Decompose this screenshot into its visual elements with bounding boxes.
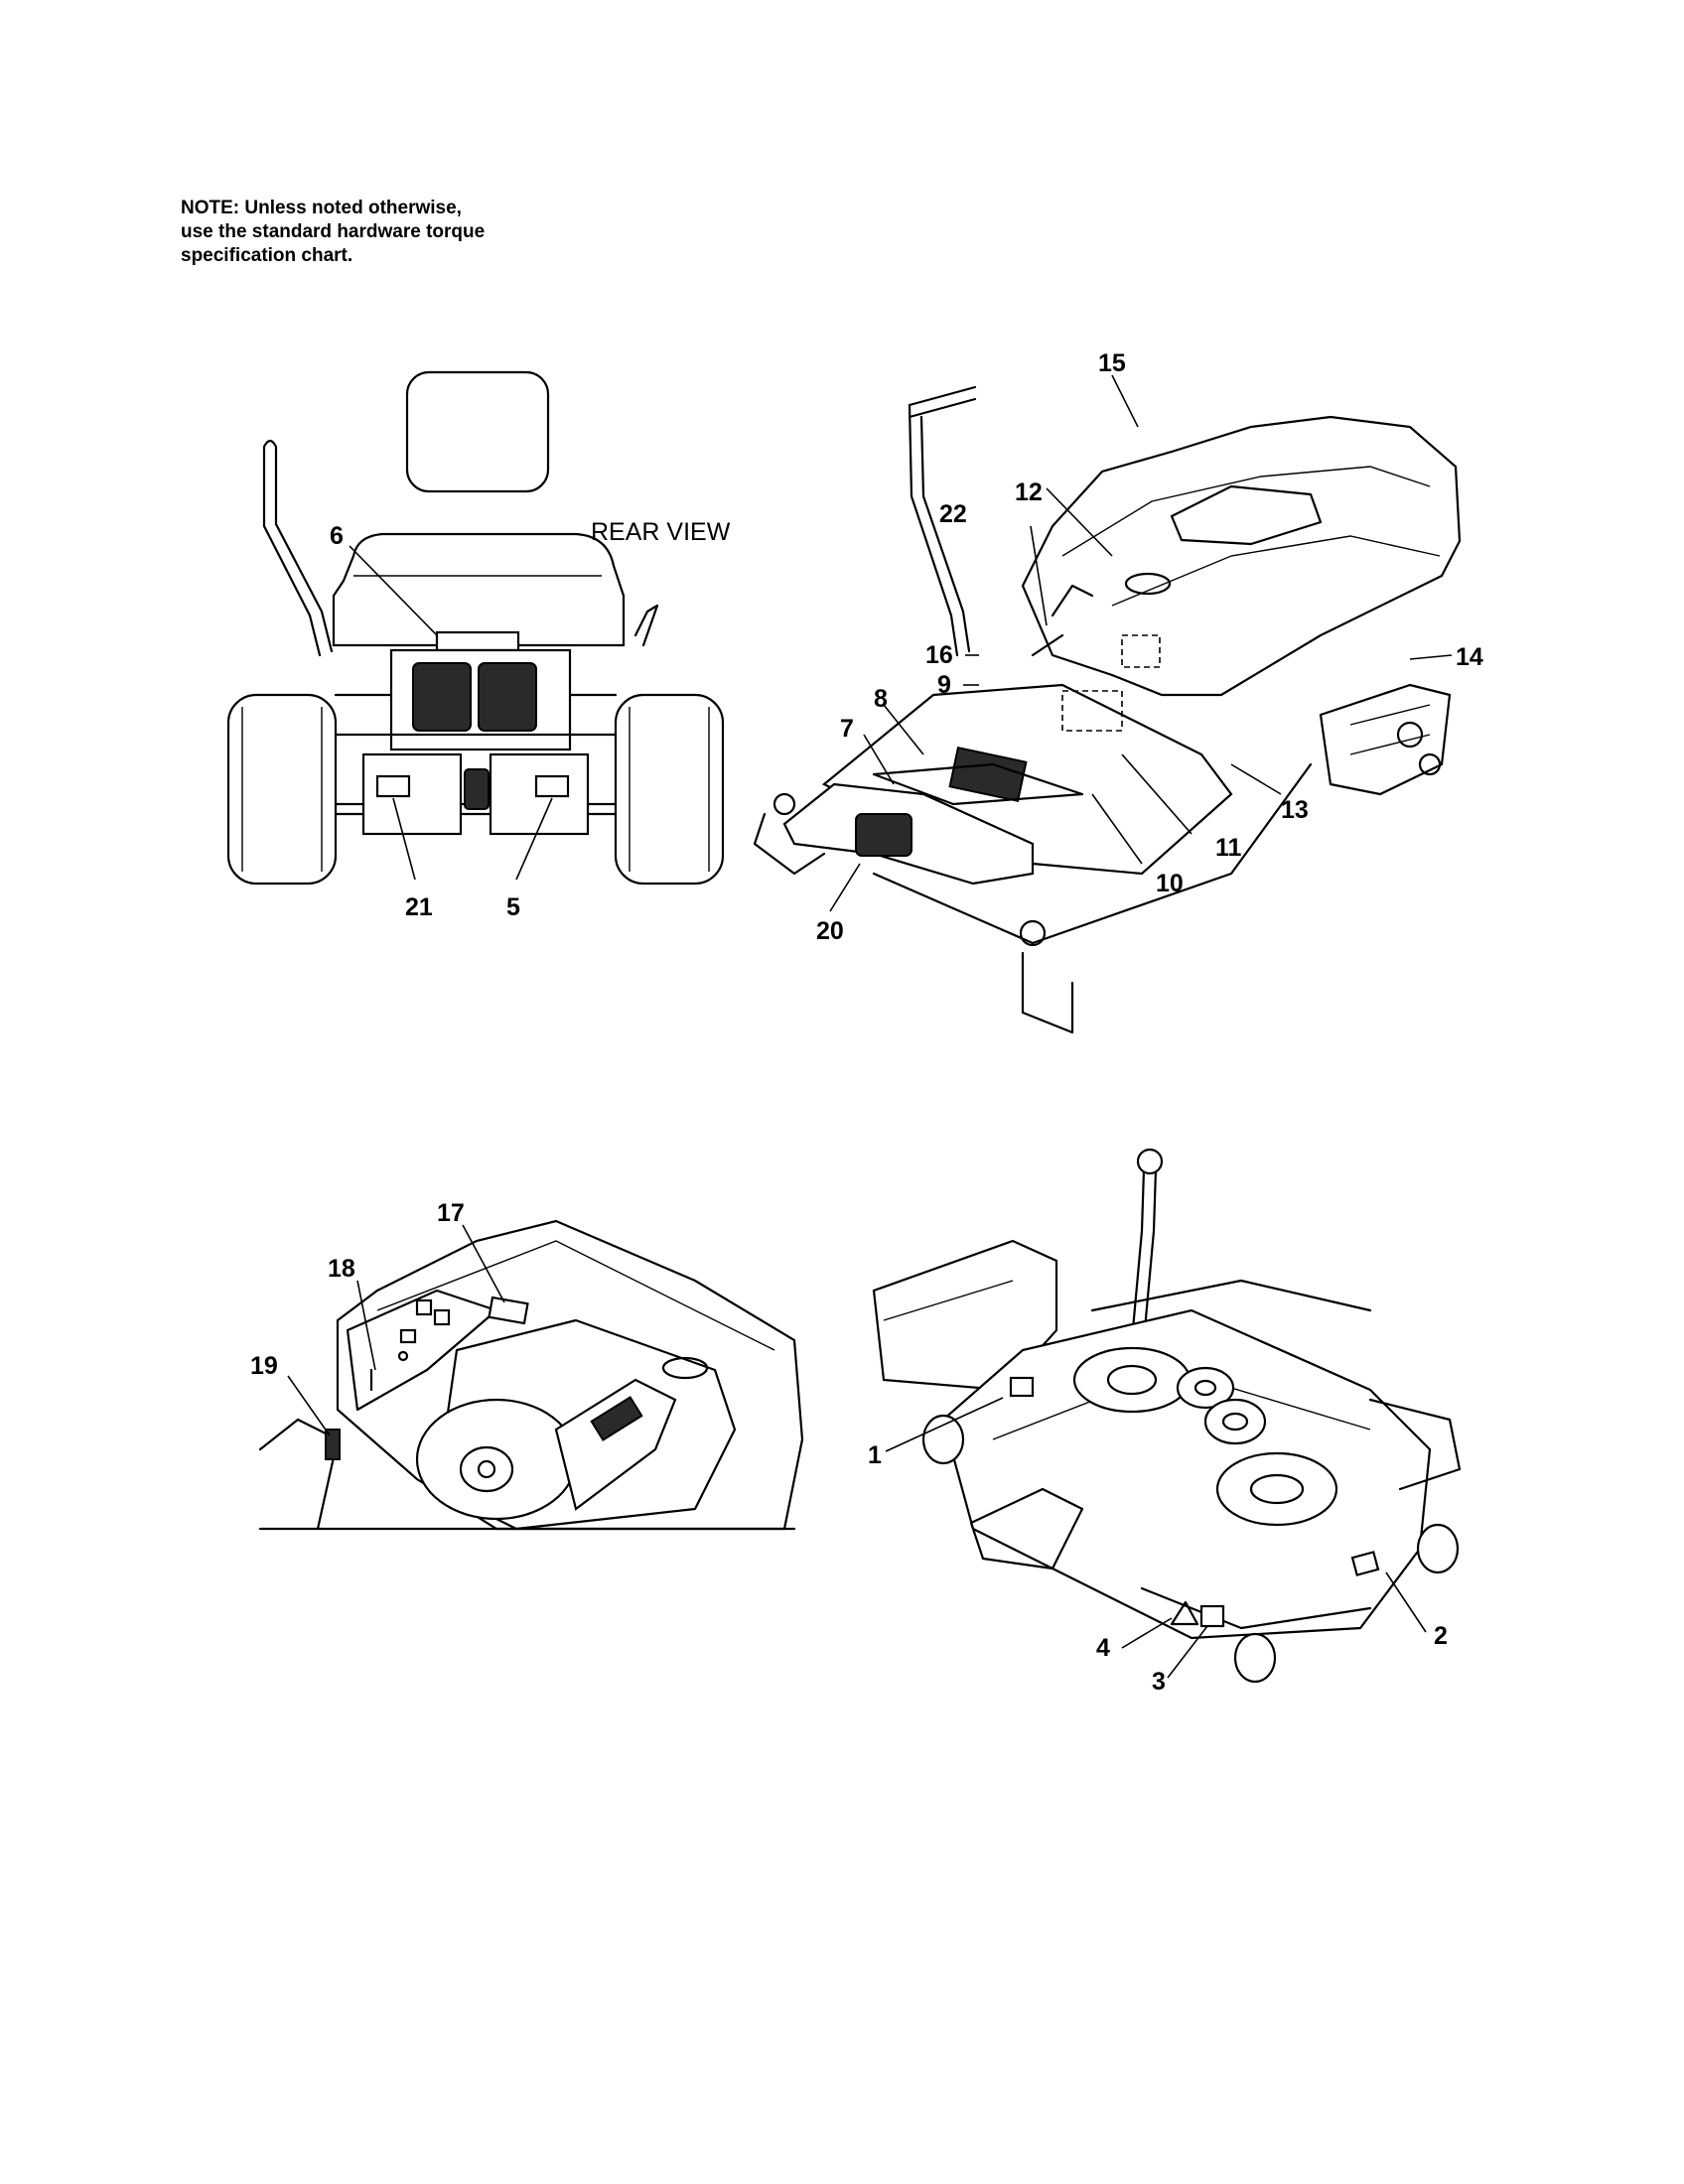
rear-view-illustration: REAR VIEW 6 21 5 xyxy=(226,370,731,921)
callout-5: 5 xyxy=(506,893,520,921)
rear-view-title: REAR VIEW xyxy=(591,518,731,546)
body-detail-view-illustration: 17 18 19 xyxy=(250,1199,804,1531)
callout-14: 14 xyxy=(1456,643,1483,671)
callout-15: 15 xyxy=(1098,349,1126,377)
callout-13: 13 xyxy=(1281,796,1309,824)
callout-17: 17 xyxy=(437,1199,465,1227)
callout-19: 19 xyxy=(250,1352,278,1380)
hardware-torque-note: NOTE: Unless noted otherwise, use the st… xyxy=(181,197,538,268)
callout-10: 10 xyxy=(1156,870,1184,897)
callout-8: 8 xyxy=(874,685,888,713)
note-line-3: specification chart. xyxy=(181,245,353,266)
callout-6: 6 xyxy=(330,522,344,550)
callout-18: 18 xyxy=(328,1255,355,1283)
callout-16: 16 xyxy=(925,641,953,669)
callout-12: 12 xyxy=(1015,478,1043,506)
front-three-quarter-view-illustration: 15 12 22 16 9 8 7 10 11 13 14 20 xyxy=(753,349,1483,1034)
callout-22: 22 xyxy=(939,500,967,528)
callout-9: 9 xyxy=(937,671,951,699)
callout-4: 4 xyxy=(1096,1634,1110,1662)
callout-7: 7 xyxy=(840,715,854,743)
callout-11: 11 xyxy=(1215,834,1242,862)
note-line-1: NOTE: Unless noted otherwise, xyxy=(181,198,462,218)
note-line-2: use the standard hardware torque xyxy=(181,221,486,242)
callout-1: 1 xyxy=(868,1441,882,1469)
callout-21: 21 xyxy=(405,893,433,921)
callout-2: 2 xyxy=(1434,1622,1448,1650)
callout-3: 3 xyxy=(1152,1668,1166,1696)
callout-20: 20 xyxy=(816,917,844,945)
mower-deck-view-illustration: 1 2 3 4 xyxy=(868,1148,1462,1696)
